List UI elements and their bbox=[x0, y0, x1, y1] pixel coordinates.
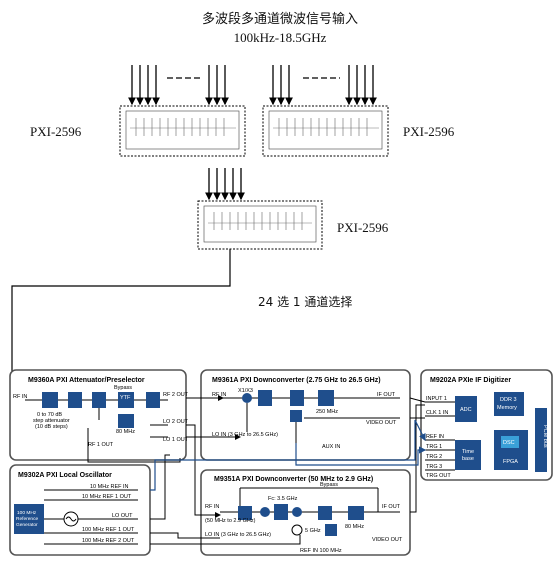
downconv-lo-block-2 bbox=[318, 506, 332, 520]
filter-250mhz-block bbox=[318, 390, 334, 406]
downconverter-lo-title: M9351A PXI Downconverter (50 MHz to 2.9 … bbox=[214, 476, 373, 483]
frequency-range: 100kHz-18.5GHz bbox=[233, 30, 327, 45]
digitizer-trg1: TRG 1 bbox=[426, 444, 442, 450]
detector-lo bbox=[325, 524, 337, 536]
attenuator-ytf: YTF bbox=[120, 395, 131, 401]
downconverter-lo-fc: Fc: 3.5 GHz bbox=[268, 496, 298, 502]
attenuator-rf1-out: RF 1 OUT bbox=[88, 442, 114, 448]
downconverter-hi-aux-in: AUX IN bbox=[322, 444, 340, 450]
attenuator-rf2-out: RF 2 OUT bbox=[163, 392, 189, 398]
downconverter-hi-if-out: IF OUT bbox=[377, 392, 396, 398]
switch-right bbox=[262, 65, 389, 157]
digitizer-trg3: TRG 3 bbox=[426, 464, 442, 470]
downconverter-lo-rf-in: RF IN bbox=[205, 504, 219, 510]
attenuator-desc-1: 0 to 70 dB bbox=[37, 412, 62, 418]
digitizer-trg-out: TRG OUT bbox=[426, 473, 451, 479]
downconverter-lo-bypass: Bypass bbox=[320, 482, 338, 488]
digitizer-adc: ADC bbox=[460, 407, 472, 413]
downconverter-lo-rf-range: (50 MHz to 2.9 GHz) bbox=[205, 518, 256, 524]
downconverter-hi-freq: 250 MHz bbox=[316, 409, 338, 415]
local-oscillator-internals bbox=[14, 489, 138, 545]
bandpass-80mhz-block bbox=[118, 414, 134, 428]
digitizer-ref-in: REF IN bbox=[426, 434, 444, 440]
digitizer-title: M9202A PXIe IF Digitizer bbox=[430, 377, 511, 384]
filter-80mhz-block bbox=[348, 506, 364, 520]
attenuator-title: M9360A PXI Attenuator/Preselector bbox=[28, 377, 145, 384]
mixer-lo-2 bbox=[292, 507, 302, 517]
digitizer-time-base-2: base bbox=[462, 456, 474, 462]
pcie-bus-block bbox=[535, 408, 547, 472]
local-oscillator-ref100-2: 100 MHz REF 2 OUT bbox=[82, 538, 135, 544]
digitizer-fpga: FPGA bbox=[503, 459, 518, 465]
switch-right-label: PXI-2596 bbox=[403, 124, 455, 139]
attenuator-desc-3: (10 dB steps) bbox=[35, 424, 68, 430]
local-oscillator-ref100-1: 100 MHz REF 1 OUT bbox=[82, 527, 135, 533]
digitizer-ddr: DDR 3 bbox=[500, 397, 517, 403]
ytf-filter-block bbox=[118, 392, 134, 408]
switch-left bbox=[119, 65, 246, 157]
switch-left-inputs bbox=[128, 65, 229, 106]
downconverter-hi-title: M9361A PXI Downconverter (2.75 GHz to 26… bbox=[212, 377, 381, 384]
switch-bottom-label: PXI-2596 bbox=[337, 220, 389, 235]
local-oscillator-lo-out: LO OUT bbox=[112, 513, 133, 519]
oscillator-5ghz bbox=[291, 524, 303, 536]
downconverter-lo-internals bbox=[220, 487, 400, 536]
local-oscillator-title: M9302A PXI Local Oscillator bbox=[18, 472, 112, 479]
downconverter-lo-lo-in: LO IN (3 GHz to 26.5 GHz) bbox=[205, 532, 271, 538]
downconverter-hi-video-out: VIDEO OUT bbox=[366, 420, 397, 426]
detector-hi bbox=[290, 410, 302, 422]
downconverter-lo-video-out: VIDEO OUT bbox=[372, 537, 403, 543]
time-base-block bbox=[455, 440, 481, 470]
attenuator-internals bbox=[25, 392, 168, 440]
downconv-lo-block-1 bbox=[238, 506, 252, 520]
attenuator-rf-in: RF IN bbox=[13, 394, 27, 400]
downconverter-lo-freq: 80 MHz bbox=[345, 524, 364, 530]
attenuator-lo2-out: LO 2 OUT bbox=[163, 419, 189, 425]
digitizer-internals bbox=[425, 392, 547, 472]
local-oscillator-ref1-out: 10 MHz REF 1 OUT bbox=[82, 494, 132, 500]
mixer-lo-1 bbox=[260, 507, 270, 517]
digitizer-input1: INPUT 1 bbox=[426, 396, 447, 402]
downconverter-lo-ref-in: REF IN 100 MHz bbox=[300, 548, 342, 554]
local-oscillator-gen-3: Generator bbox=[16, 522, 38, 528]
downconv-hi-block-2 bbox=[290, 390, 304, 406]
attenuator-bypass: Bypass bbox=[114, 385, 132, 391]
downconverter-hi-rf-in: RF IN bbox=[212, 392, 226, 398]
switch-bottom bbox=[197, 168, 323, 250]
channel-select-caption: 24 选 1 通道选择 bbox=[258, 295, 353, 309]
filter-3p5ghz-block bbox=[274, 504, 288, 520]
step-attenuator-block bbox=[42, 392, 58, 408]
digitizer-dsc: DSC bbox=[503, 440, 515, 446]
attenuator-freq: 80 MHz bbox=[116, 429, 135, 435]
local-oscillator-ref-in: 10 MHz REF IN bbox=[90, 484, 129, 490]
digitizer-time-base-1: Time bbox=[462, 449, 474, 455]
attenuator-lo1-out: LO 1 OUT bbox=[163, 437, 189, 443]
switch-left-label: PXI-2596 bbox=[30, 124, 82, 139]
downconverter-lo-if-out: IF OUT bbox=[382, 504, 401, 510]
adc-block bbox=[455, 396, 477, 422]
attenuator-desc-2: step attenuator bbox=[33, 418, 70, 424]
reference-generator-block bbox=[14, 504, 44, 534]
downconverter-hi-internals bbox=[223, 390, 400, 443]
dsc-block bbox=[501, 436, 519, 448]
downconverter-lo-5ghz: 5 GHz bbox=[305, 528, 321, 534]
downconverter-hi-lo-in: LO IN (3 GHz to 26.5 GHz) bbox=[212, 432, 278, 438]
digitizer-pcie: PCIe bus bbox=[542, 425, 548, 448]
attenuator-switch-3 bbox=[146, 392, 160, 408]
digitizer-clk-in: CLK 1 IN bbox=[426, 410, 448, 416]
digitizer-memory: Memory bbox=[497, 405, 517, 411]
local-oscillator-gen-1: 100 MHz bbox=[17, 510, 37, 516]
downconv-hi-block-1 bbox=[258, 390, 272, 406]
mixer-hi bbox=[242, 393, 252, 403]
digitizer-trg2: TRG 2 bbox=[426, 454, 442, 460]
attenuator-switch-1 bbox=[68, 392, 82, 408]
downconverter-hi-x1x3: X1/X3 bbox=[238, 388, 253, 394]
ddr-memory-block bbox=[494, 392, 524, 416]
local-oscillator-gen-2: Reference bbox=[16, 516, 38, 522]
attenuator-switch-2 bbox=[92, 392, 106, 408]
page-title: 多波段多通道微波信号输入 bbox=[201, 12, 358, 27]
